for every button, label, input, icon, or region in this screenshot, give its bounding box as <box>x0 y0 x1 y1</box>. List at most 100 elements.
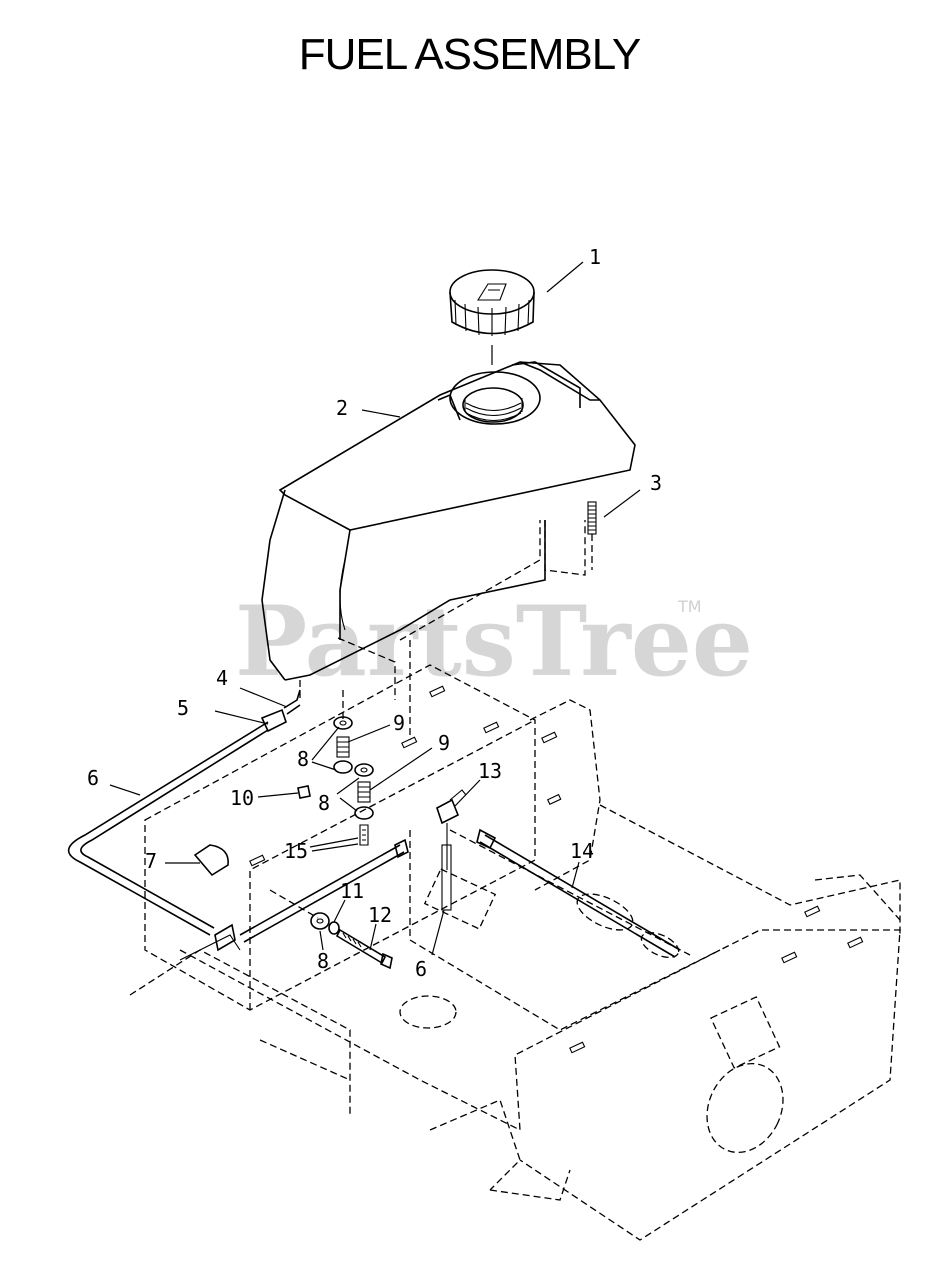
washer <box>333 760 353 774</box>
leader-9a <box>347 724 391 743</box>
slot <box>847 936 864 949</box>
frame <box>129 664 901 1241</box>
rear-rail <box>599 804 901 935</box>
leader-15 <box>309 837 359 848</box>
fuel-line-lower <box>239 844 405 943</box>
front-bracket-lower <box>489 1169 571 1201</box>
slot <box>429 685 446 698</box>
washer-hole <box>339 720 347 726</box>
hardware <box>269 520 541 970</box>
filler-neck <box>462 387 524 423</box>
tank-hidden-edge <box>544 520 586 576</box>
leader-8a <box>311 726 340 771</box>
cap-fuel-symbol <box>477 283 507 301</box>
tank-mount-line <box>337 637 396 700</box>
deck-edge <box>249 719 536 1010</box>
tank-top <box>278 361 636 531</box>
cap-top <box>449 269 535 315</box>
leader-12 <box>369 923 377 951</box>
slot <box>249 854 266 867</box>
leader-5 <box>214 710 269 725</box>
fuel-cap <box>449 269 535 365</box>
leader-15b <box>311 843 359 852</box>
slot <box>483 721 500 734</box>
callout-8-upper: 8 <box>297 747 309 771</box>
filler-neck-side <box>464 398 523 412</box>
side-bracket <box>529 699 601 891</box>
leader-6b <box>431 909 445 956</box>
leader-1 <box>546 261 584 293</box>
washer <box>354 806 374 820</box>
filler-notch <box>437 393 461 421</box>
callout-11: 11 <box>340 879 364 903</box>
slot <box>541 731 558 744</box>
inline-filter <box>193 844 229 877</box>
front-slot <box>259 1039 351 1081</box>
inner-rail <box>449 829 691 956</box>
callout-1: 1 <box>589 245 601 269</box>
page-title: FUEL ASSEMBLY <box>298 30 642 79</box>
leader-9b <box>369 747 433 791</box>
shutoff-handle <box>449 789 467 801</box>
rear-flange <box>814 874 901 921</box>
tank-highlight <box>339 559 346 631</box>
leader-4 <box>239 687 288 708</box>
fuel-line-outer <box>67 721 269 936</box>
frame-clip <box>179 934 241 961</box>
slot <box>546 793 562 805</box>
elbow-fitting <box>283 689 301 715</box>
callout-8-middle: 8 <box>318 791 330 815</box>
hose-clamp <box>394 838 409 859</box>
callout-6-lower: 6 <box>415 957 427 981</box>
leader-lines <box>109 261 641 956</box>
leader-11 <box>333 899 346 923</box>
frame-panel <box>423 868 497 930</box>
leader-10 <box>257 792 299 798</box>
inner-channel <box>409 830 721 1031</box>
valve-bracket <box>441 844 452 911</box>
leader-3 <box>603 489 641 518</box>
cap-grip <box>454 299 530 336</box>
deck-plate <box>144 664 536 1011</box>
callout-9-lower: 9 <box>438 731 450 755</box>
front-bracket <box>429 1099 521 1191</box>
callout-6: 6 <box>87 766 99 790</box>
callout-15: 15 <box>284 839 308 863</box>
stud <box>587 501 597 570</box>
frame-panel <box>710 996 781 1069</box>
watermark: PartsTree TM <box>235 585 753 698</box>
callout-4: 4 <box>216 666 228 690</box>
slot <box>401 736 418 749</box>
watermark-trademark: TM <box>677 597 702 616</box>
callout-7: 7 <box>145 849 157 873</box>
watermark-text: PartsTree <box>235 585 753 698</box>
frame-hole <box>399 995 457 1029</box>
leader-13 <box>454 779 481 807</box>
grommet-ribs <box>358 786 370 798</box>
base-frame <box>179 929 901 1241</box>
front-left-frame <box>129 949 351 1115</box>
leader-2 <box>361 409 401 418</box>
fuel-line <box>67 689 681 961</box>
shutoff-valve <box>436 798 460 825</box>
filler-threads <box>465 402 522 422</box>
leader-8c <box>319 930 324 951</box>
tank-mount-line <box>399 520 541 641</box>
leader-8b <box>336 777 360 795</box>
callout-5: 5 <box>177 696 189 720</box>
fuel-line-right <box>479 834 681 958</box>
hex-bolt-head <box>380 952 393 970</box>
grommet-ribs <box>337 741 349 753</box>
washer-hole <box>360 767 368 773</box>
callout-3: 3 <box>650 471 662 495</box>
hose-clamp <box>214 923 236 952</box>
filler-neck-opening <box>449 371 541 425</box>
leader-14 <box>571 861 580 889</box>
tank-front-edge <box>261 489 286 681</box>
callout-9-upper: 9 <box>393 711 405 735</box>
frame-hole-large <box>706 1062 784 1154</box>
callout-12: 12 <box>368 903 392 927</box>
hose-clamp <box>260 708 287 733</box>
callouts: 1 2 3 4 5 6 6 7 8 8 8 9 9 10 11 12 13 14… <box>87 245 662 981</box>
